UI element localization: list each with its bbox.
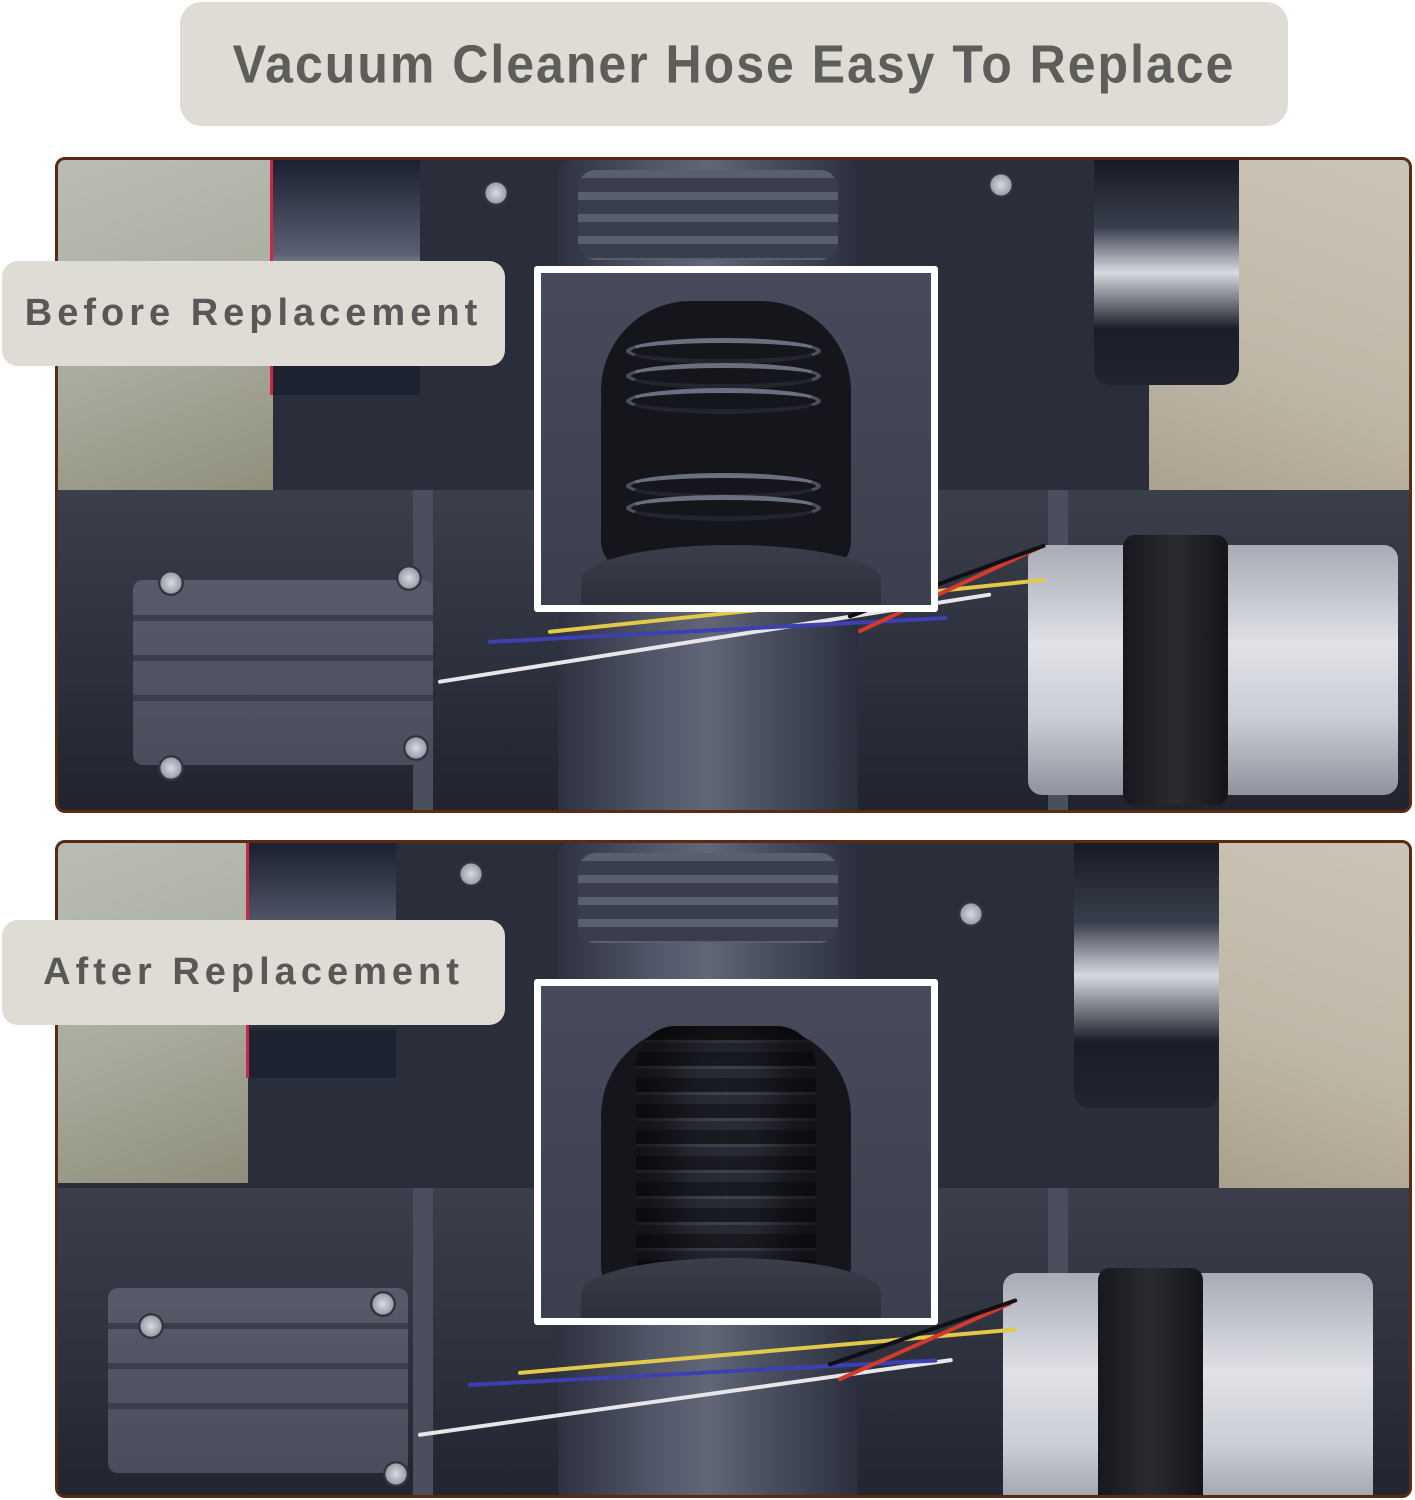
ribbed-hose (636, 1026, 816, 1276)
after-label: After Replacement (43, 951, 464, 993)
screw-icon (483, 180, 509, 206)
spring-coil (626, 388, 821, 414)
motor-foam-band-front (1123, 535, 1228, 805)
before-photo-panel (55, 157, 1412, 813)
right-wheel (1074, 843, 1219, 1108)
motor-bracket (133, 580, 433, 765)
screw-icon (458, 861, 484, 887)
hose-collar (581, 1258, 881, 1318)
screw-icon (138, 1313, 164, 1339)
screw-icon (403, 735, 429, 761)
after-label-pill: After Replacement (2, 920, 505, 1025)
vacuum-internals-photo (58, 843, 1409, 1495)
wood-floor-right (1219, 843, 1409, 1188)
screw-icon (958, 901, 984, 927)
spring-coil (626, 363, 821, 389)
title-banner: Vacuum Cleaner Hose Easy To Replace (180, 2, 1288, 126)
right-wheel (1094, 160, 1239, 385)
before-label: Before Replacement (24, 292, 483, 334)
screw-icon (370, 1291, 396, 1317)
screw-icon (383, 1461, 409, 1487)
hose-collar (581, 545, 881, 605)
spring-coil (626, 495, 821, 521)
screw-icon (396, 565, 422, 591)
hose-housing-ribs (578, 853, 838, 943)
spring-coil (626, 338, 821, 364)
hose-highlight-box (534, 266, 938, 612)
page-title: Vacuum Cleaner Hose Easy To Replace (232, 33, 1236, 95)
vacuum-internals-photo (58, 160, 1409, 810)
before-label-pill: Before Replacement (2, 261, 505, 366)
motor-foam-band-front (1098, 1268, 1203, 1495)
screw-icon (158, 570, 184, 596)
hose-highlight-box (534, 979, 938, 1325)
screw-icon (158, 755, 184, 781)
screw-icon (988, 172, 1014, 198)
hose-housing-ribs (578, 170, 838, 260)
